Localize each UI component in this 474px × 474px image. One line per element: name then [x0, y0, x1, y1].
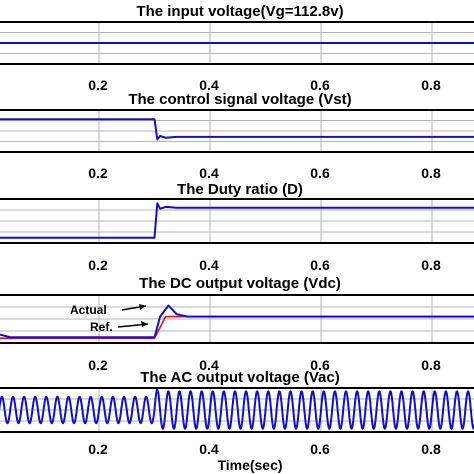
tick-label: 0.2 [88, 165, 108, 181]
tick-label: 0.2 [88, 441, 108, 457]
axes-frame [0, 21, 474, 65]
x-ticks: 0.2 0.4 0.6 0.8 [88, 165, 441, 181]
series-ref [0, 315, 474, 340]
tick-label: 0.4 [199, 165, 219, 181]
tick-label: 0.6 [310, 257, 330, 273]
tick-label: 0.8 [421, 165, 441, 181]
series-actual [0, 304, 474, 339]
x-ticks: 0.2 0.4 0.6 0.8 [88, 441, 441, 457]
axes-frame [0, 109, 474, 153]
annotation-actual: Actual [70, 303, 107, 317]
title-duty-ratio: The Duty ratio (D) [177, 181, 303, 198]
arrowhead [141, 321, 148, 327]
axes-frame [0, 198, 474, 244]
tick-label: 0.2 [88, 257, 108, 273]
tick-label: 0.4 [199, 77, 219, 93]
tick-label: 0.2 [88, 77, 108, 93]
tick-label: 0.8 [421, 357, 441, 373]
tick-label: 0.4 [199, 441, 219, 457]
arrowhead [139, 304, 146, 310]
tick-label: 0.2 [88, 357, 108, 373]
tick-label: 0.4 [199, 357, 219, 373]
tick-label: 0.8 [421, 77, 441, 93]
x-ticks: 0.2 0.4 0.6 0.8 [88, 257, 441, 273]
panel-ac-output: The AC output voltage (Vac) 0.2 0.4 0.6 … [0, 369, 474, 473]
annotation-ref: Ref. [90, 320, 113, 334]
panel-dc-output: The DC output voltage (Vdc) Actual Ref. … [0, 275, 474, 373]
title-dc-output: The DC output voltage (Vdc) [139, 275, 341, 292]
tick-label: 0.6 [310, 357, 330, 373]
tick-label: 0.6 [310, 77, 330, 93]
tick-label: 0.6 [310, 441, 330, 457]
title-control-signal: The control signal voltage (Vst) [128, 91, 351, 108]
panel-input-voltage: The input voltage(Vg=112.8v) 0.2 0.4 0.6… [0, 3, 474, 93]
title-ac-output: The AC output voltage (Vac) [140, 369, 339, 386]
title-input-voltage: The input voltage(Vg=112.8v) [136, 3, 343, 20]
tick-label: 0.8 [421, 257, 441, 273]
annotations: Actual Ref. [70, 303, 149, 334]
x-ticks: 0.2 0.4 0.6 0.8 [88, 77, 441, 93]
series-line [0, 118, 474, 141]
x-ticks: 0.2 0.4 0.6 0.8 [88, 357, 441, 373]
panel-duty-ratio: The Duty ratio (D) 0.2 0.4 0.6 0.8 [0, 181, 474, 273]
axes-frame [0, 387, 474, 433]
series-line [0, 388, 474, 430]
series-line [0, 202, 474, 239]
tick-label: 0.6 [310, 165, 330, 181]
tick-label: 0.8 [421, 441, 441, 457]
tick-label: 0.4 [199, 257, 219, 273]
panel-control-signal: The control signal voltage (Vst) 0.2 0.4… [0, 91, 474, 181]
axes-frame [0, 294, 474, 344]
x-axis-label: Time(sec) [217, 457, 282, 473]
